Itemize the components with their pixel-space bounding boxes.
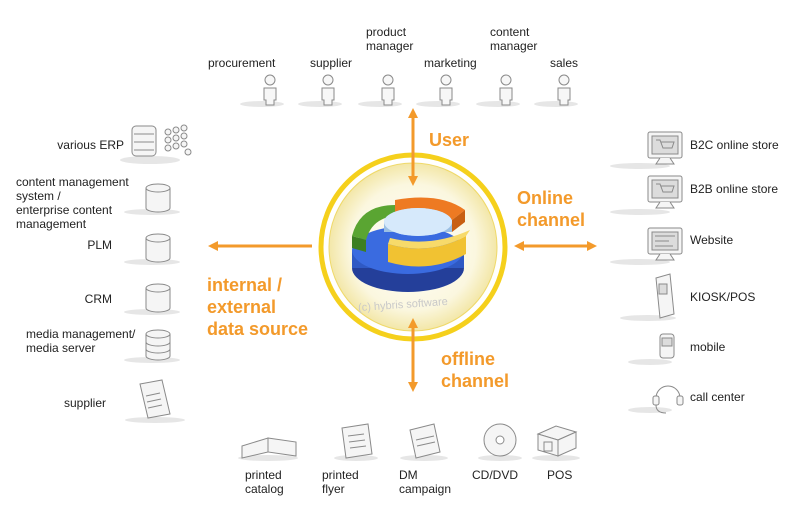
person-icon bbox=[240, 74, 284, 107]
channel-label-kiosk: KIOSK/POS bbox=[690, 290, 756, 304]
channel-label-b2c: B2C online store bbox=[690, 138, 779, 152]
database-icon bbox=[124, 283, 180, 315]
person-icon bbox=[476, 74, 520, 107]
channel-label-mobile: mobile bbox=[690, 340, 726, 354]
monitor-cart-icon bbox=[610, 131, 683, 169]
source-label-supplier: supplier bbox=[63, 396, 106, 410]
pos-store-icon bbox=[532, 425, 580, 461]
offline-label-pos: POS bbox=[547, 468, 573, 482]
person-icon bbox=[416, 74, 460, 107]
source-label-media: media management/ media server bbox=[26, 327, 136, 355]
role-label-content-manager: content manager bbox=[490, 25, 538, 53]
dm-campaign-icon bbox=[400, 423, 448, 461]
offline-label-cd: CD/DVD bbox=[472, 468, 519, 482]
flyer-icon bbox=[334, 423, 378, 461]
heading-online-channel: Online channel bbox=[517, 188, 586, 230]
online-channel-icons bbox=[610, 131, 684, 414]
cd-icon bbox=[478, 423, 522, 461]
data-source-icons bbox=[120, 124, 192, 423]
offline-label-dm: DM campaign bbox=[399, 468, 452, 496]
person-icon bbox=[534, 74, 578, 107]
mobile-phone-icon bbox=[628, 333, 675, 365]
document-icon bbox=[125, 379, 185, 423]
channel-label-call-center: call center bbox=[690, 390, 745, 404]
hybris-logo-icon bbox=[352, 197, 470, 292]
database-icon bbox=[124, 233, 180, 265]
role-label-sales: sales bbox=[550, 56, 579, 70]
source-label-crm: CRM bbox=[84, 292, 112, 306]
heading-data-source: internal / external data source bbox=[207, 275, 309, 339]
role-icons bbox=[240, 74, 578, 107]
website-monitor-icon bbox=[610, 227, 683, 265]
role-label-procurement: procurement bbox=[208, 56, 276, 70]
heading-user: User bbox=[429, 130, 470, 150]
arrows bbox=[208, 108, 597, 392]
channel-label-website: Website bbox=[690, 233, 734, 247]
source-label-erp: various ERP bbox=[57, 138, 124, 152]
source-label-cms: content management system / enterprise c… bbox=[16, 175, 129, 231]
role-label-supplier: supplier bbox=[310, 56, 353, 70]
open-book-icon bbox=[238, 437, 298, 461]
offline-label-flyer: printed flyer bbox=[322, 468, 359, 496]
offline-label-catalog: printed catalog bbox=[245, 468, 284, 496]
role-label-marketing: marketing bbox=[424, 56, 477, 70]
media-server-icon bbox=[124, 329, 180, 363]
kiosk-icon bbox=[620, 273, 676, 321]
channel-label-b2b: B2B online store bbox=[690, 182, 779, 196]
role-label-product-manager: product manager bbox=[366, 25, 414, 53]
central-hub bbox=[318, 152, 508, 342]
erp-server-icon bbox=[120, 124, 192, 164]
offline-channel-icons bbox=[238, 423, 580, 461]
person-icon bbox=[358, 74, 402, 107]
database-icon bbox=[124, 183, 180, 215]
monitor-cart-icon bbox=[610, 175, 683, 215]
heading-offline-channel: offline channel bbox=[441, 349, 510, 391]
source-label-plm: PLM bbox=[87, 238, 112, 252]
person-icon bbox=[298, 74, 342, 107]
headset-icon bbox=[628, 385, 684, 414]
